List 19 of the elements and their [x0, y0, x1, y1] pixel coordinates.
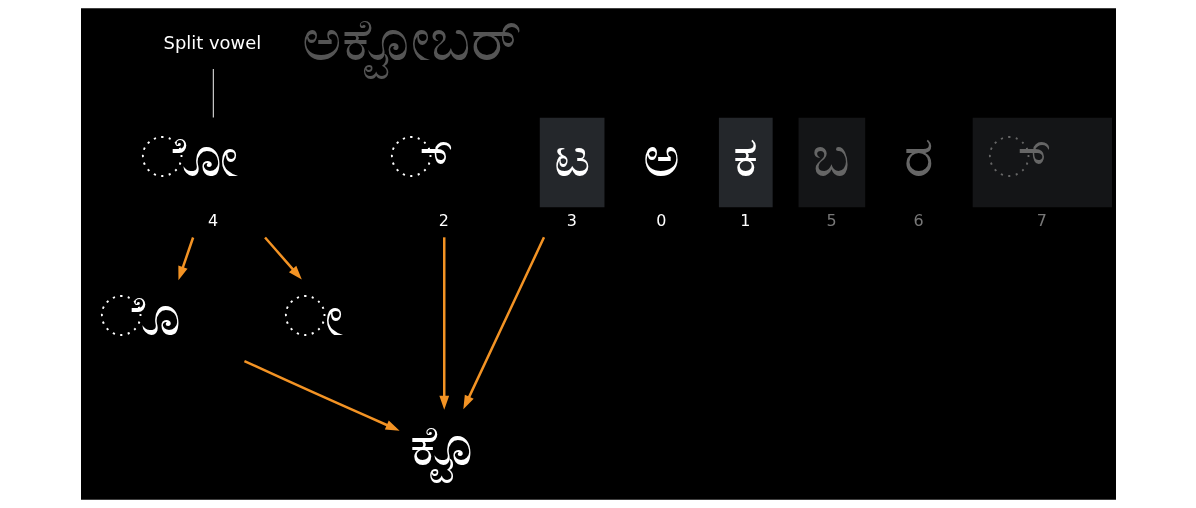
node-text: ◌ೊ: [98, 283, 181, 349]
node-text: ◌ೕ: [282, 283, 343, 349]
node-text: ◌ೋ 4: [139, 124, 238, 230]
arrow: [263, 236, 302, 280]
node-label: 3: [566, 210, 577, 230]
node-text: Split vowel: [163, 32, 261, 54]
node-label: 5: [825, 210, 837, 230]
node-text: ಅ 0: [642, 124, 680, 230]
node-text: ರ 6: [903, 124, 934, 230]
arrow: [177, 237, 194, 281]
node-box: ಕ: [718, 117, 773, 208]
node-label: 7: [1036, 210, 1047, 230]
node-text: ◌್ 2: [388, 124, 451, 230]
node-box: ಟ: [539, 117, 604, 208]
arrow: [462, 236, 545, 410]
arrow: [243, 359, 400, 431]
node-label: 1: [739, 210, 750, 230]
connector: [212, 68, 214, 119]
arrow: [438, 237, 449, 410]
